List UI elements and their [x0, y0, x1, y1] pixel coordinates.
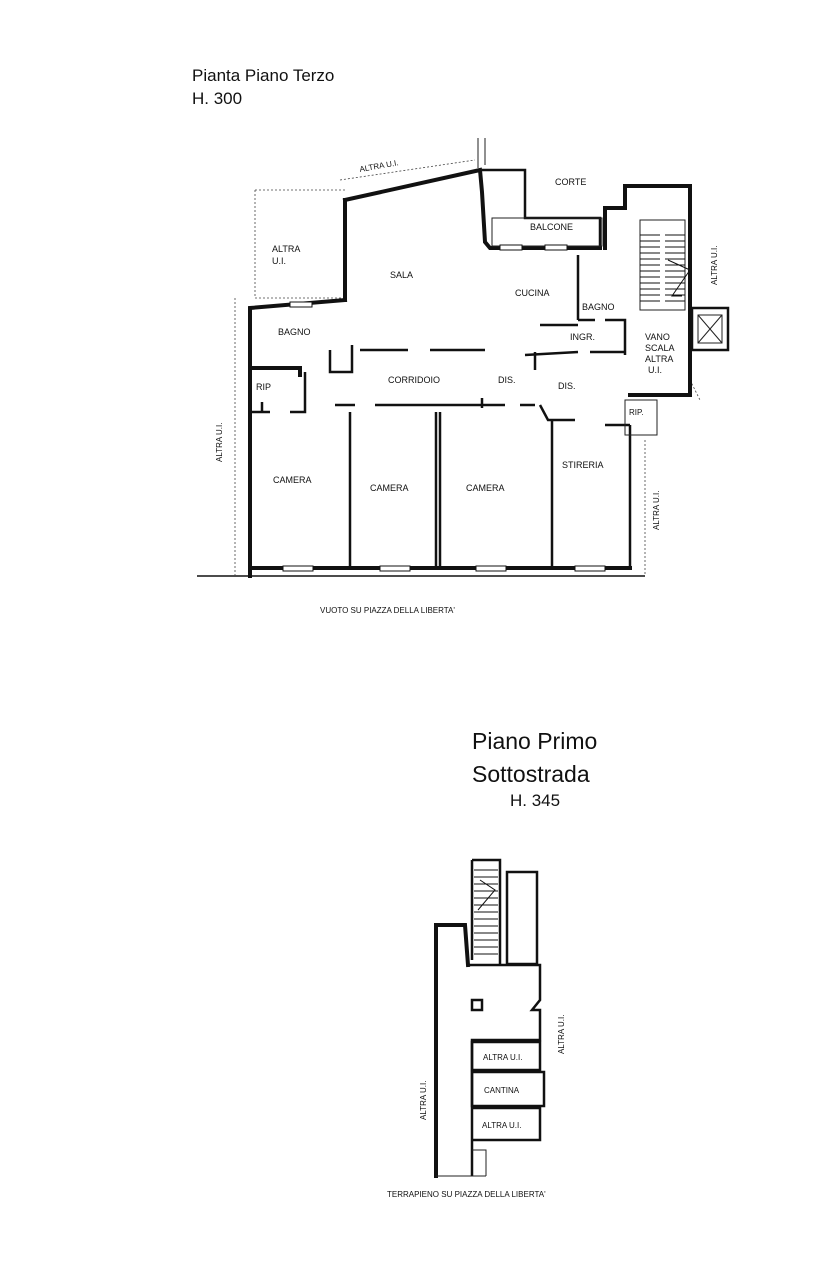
label-ingr: INGR. [570, 332, 595, 342]
north-wall [342, 167, 602, 302]
label-camera-2: CAMERA [370, 483, 409, 493]
basement-title-line1: Piano Primo [472, 728, 598, 754]
label-altra-ui-east-bottom: ALTRA U.I. [652, 491, 661, 530]
label-balcone: BALCONE [530, 222, 573, 232]
west-upper-wall [248, 297, 348, 578]
south-window [379, 565, 411, 572]
basement-stair-treads [474, 869, 498, 955]
basement-caption: TERRAPIENO SU PIAZZA DELLA LIBERTA' [387, 1190, 546, 1199]
third-floor-title: Pianta Piano Terzo [192, 66, 335, 85]
basement-label-altra-ui-2: ALTRA U.I. [482, 1121, 521, 1130]
label-altra-ui-left-1: ALTRA [272, 244, 300, 254]
north-window-3 [544, 244, 568, 251]
basement-label-cantina: CANTINA [484, 1086, 520, 1095]
south-window [574, 565, 606, 572]
lift-cross [697, 314, 723, 344]
third-floor-plan: ALTRA U.I. CORTE BALCONE ALTRA U.I. SALA… [197, 138, 730, 615]
basement-stair-arrow [477, 879, 496, 911]
stireria-partition [538, 404, 575, 568]
basement-main-room [468, 963, 542, 1176]
neighbour-boundary-left [234, 189, 345, 576]
south-windows [282, 565, 606, 572]
south-window [282, 565, 314, 572]
neighbour-boundary-right [644, 379, 701, 576]
label-corte: CORTE [555, 177, 586, 187]
label-altra-ui-west: ALTRA U.I. [215, 423, 224, 462]
label-vano-1: VANO [645, 332, 670, 342]
basement-plan: ALTRA U.I. CANTINA ALTRA U.I. ALTRA U.I.… [387, 858, 566, 1199]
label-cucina: CUCINA [515, 288, 550, 298]
label-rip-right: RIP. [629, 408, 644, 417]
stair-block-wall [603, 184, 692, 397]
label-bagno-right: BAGNO [582, 302, 615, 312]
basement-title-line2: Sottostrada [472, 761, 590, 787]
north-window-1 [289, 301, 313, 308]
basement-label-altra-ui-1: ALTRA U.I. [483, 1053, 522, 1062]
label-bagno-left: BAGNO [278, 327, 311, 337]
south-window [475, 565, 507, 572]
basement-lower-wall [472, 1149, 487, 1176]
north-window-2 [499, 244, 523, 251]
label-altra-ui-left-2: U.I. [272, 256, 286, 266]
cucina-bagno-walls [540, 255, 627, 355]
basement-altra-ui-2-box [472, 1106, 542, 1142]
stair-arrow [667, 259, 691, 297]
label-altra-ui-top: ALTRA U.I. [359, 158, 399, 174]
rip-left-walls [250, 372, 307, 414]
basement-label-altra-ui-east: ALTRA U.I. [557, 1015, 566, 1054]
rip-right-box [624, 399, 658, 436]
label-rip-left: RIP [256, 382, 271, 392]
label-altra-ui-east-top: ALTRA U.I. [710, 246, 719, 285]
basement-east-shaft [505, 870, 539, 966]
basement-label-altra-ui-west: ALTRA U.I. [419, 1081, 428, 1120]
basement-stair-walls [470, 858, 502, 965]
stireria-east-wall [605, 423, 632, 568]
label-sala: SALA [390, 270, 413, 280]
label-stireria: STIRERIA [562, 460, 604, 470]
label-camera-3: CAMERA [466, 483, 505, 493]
label-camera-1: CAMERA [273, 475, 312, 485]
basement-cantina-box [470, 1070, 546, 1108]
corridor-north-walls [360, 348, 625, 357]
basement-altra-ui-1-box [470, 1040, 542, 1072]
basement-west-wall [434, 923, 471, 1178]
basement-pillar [470, 998, 484, 1012]
third-floor-stair-treads [640, 234, 685, 302]
label-dis-2: DIS. [558, 381, 576, 391]
neighbour-boundary-top [339, 159, 476, 181]
lift-shaft [690, 306, 730, 352]
third-floor-height: H. 300 [192, 89, 243, 108]
label-vano-3: ALTRA [645, 354, 673, 364]
bagno-left-partition [328, 345, 354, 374]
basement-height: H. 345 [510, 791, 561, 810]
third-floor-caption: VUOTO SU PIAZZA DELLA LIBERTA' [320, 606, 455, 615]
label-vano-4: U.I. [648, 365, 662, 375]
label-corridoio: CORRIDOIO [388, 375, 440, 385]
lift-inner [697, 314, 723, 344]
label-vano-2: SCALA [645, 343, 675, 353]
label-dis-1: DIS. [498, 375, 516, 385]
camera-partition-2 [434, 412, 442, 568]
